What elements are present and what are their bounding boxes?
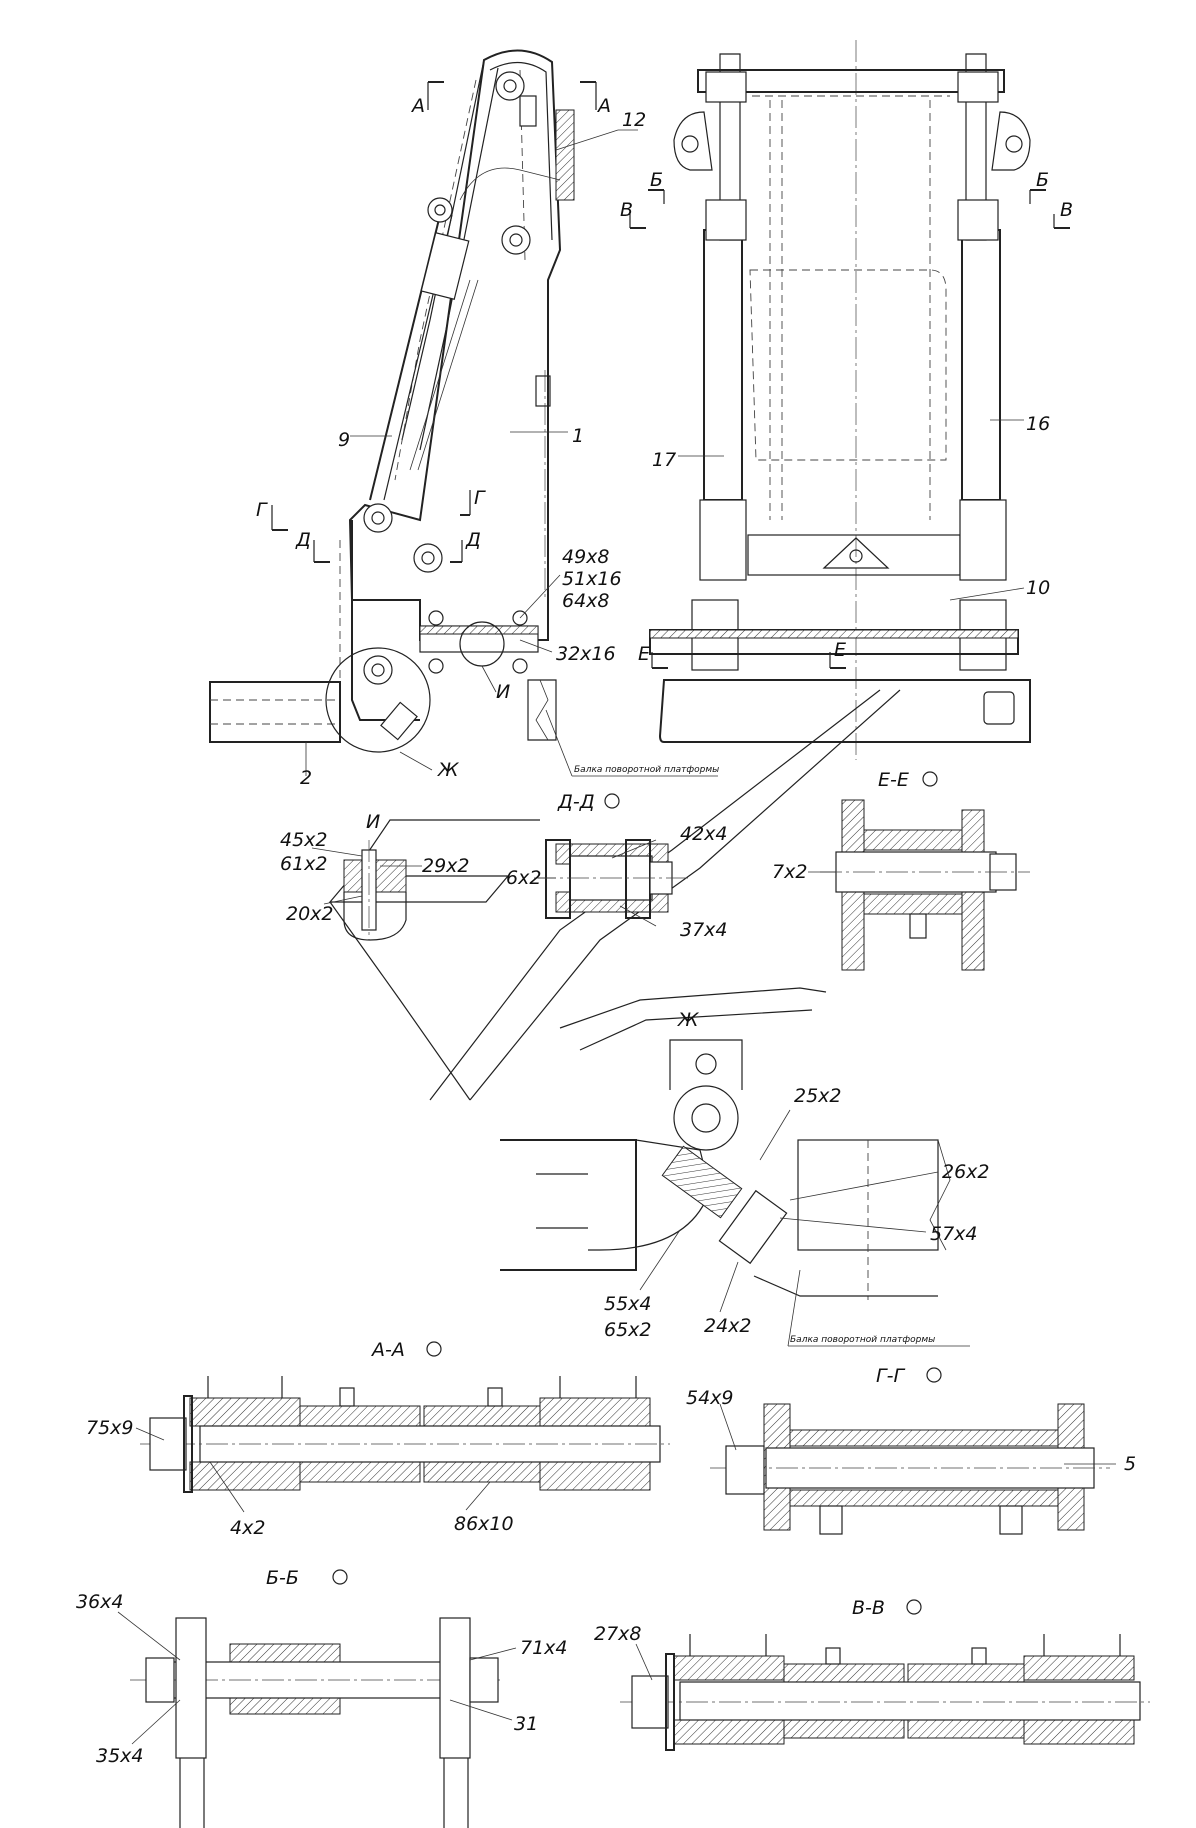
detail-i-title: И <box>366 811 380 833</box>
callout-6x2: 6х2 <box>506 867 541 889</box>
callout-20x2: 20х2 <box>286 903 334 925</box>
callout-51x16: 51х16 <box>562 568 622 590</box>
platform-beam-label: Балка поворотной платформы <box>574 765 719 775</box>
section-ee-title: Е-Е <box>878 769 909 791</box>
callout-detail-i: И <box>496 681 510 703</box>
callout-12: 12 <box>622 109 646 131</box>
callout-5: 5 <box>1124 1453 1136 1475</box>
section-bb-title: Б-Б <box>266 1567 299 1589</box>
callout-detail-zh: Ж <box>437 759 460 781</box>
detail-zh-title: Ж <box>677 1009 700 1031</box>
section-mark-b-left: Б <box>650 169 663 191</box>
section-vv: В-В 27х8 <box>594 1597 1150 1751</box>
callout-4x2: 4х2 <box>230 1517 265 1539</box>
section-mark-g-left: Г <box>256 499 268 521</box>
callout-71x4: 71х4 <box>520 1637 568 1659</box>
callout-26x2: 26х2 <box>942 1161 990 1183</box>
callout-45x2: 45х2 <box>280 829 328 851</box>
section-dd: Д-Д 42х4 6х2 37х4 <box>506 791 728 941</box>
section-mark-a-left: А <box>410 95 425 117</box>
callout-32x16: 32х16 <box>556 643 616 665</box>
section-mark-v-right: В <box>1060 199 1073 221</box>
section-dd-title: Д-Д <box>557 791 595 813</box>
section-gg: Г-Г 54х9 5 <box>686 1365 1136 1535</box>
callout-36x4: 36х4 <box>76 1591 124 1613</box>
section-mark-g-right: Г <box>474 487 486 509</box>
callout-27x8: 27х8 <box>594 1623 642 1645</box>
callout-49x8: 49х8 <box>562 546 610 568</box>
callout-29x2: 29х2 <box>422 855 470 877</box>
callout-61x2: 61х2 <box>280 853 328 875</box>
callout-42x4: 42х4 <box>680 823 728 845</box>
section-mark-b-right: Б <box>1036 169 1049 191</box>
section-mark-e-right: Е <box>834 639 846 661</box>
section-mark-a-right: А <box>596 95 611 117</box>
callout-31: 31 <box>514 1713 538 1735</box>
callout-17: 17 <box>652 449 676 471</box>
front-view: Б Б В В 16 17 10 Е Е <box>620 40 1073 760</box>
callout-37x4: 37х4 <box>680 919 728 941</box>
section-aa: А-А 75х9 4х2 86х10 <box>86 1339 670 1539</box>
callout-54x9: 54х9 <box>686 1387 734 1409</box>
callout-10: 10 <box>1026 577 1050 599</box>
callout-1: 1 <box>572 425 584 447</box>
callout-86x10: 86х10 <box>454 1513 514 1535</box>
callout-55x4: 55х4 <box>604 1293 652 1315</box>
callout-64x8: 64х8 <box>562 590 610 612</box>
section-bb: Б-Б 36х4 71х4 35х4 31 <box>76 1567 568 1828</box>
section-ee: Е-Е 7х2 <box>772 769 1030 971</box>
section-mark-d-right: Д <box>465 529 481 551</box>
callout-57x4: 57х4 <box>930 1223 978 1245</box>
callout-7x2: 7х2 <box>772 861 807 883</box>
callout-16: 16 <box>1026 413 1050 435</box>
callout-9: 9 <box>338 429 350 451</box>
section-gg-title: Г-Г <box>876 1365 905 1387</box>
detail-zh-platform-beam: Балка поворотной платформы <box>790 1335 935 1345</box>
callout-65x2: 65х2 <box>604 1319 652 1341</box>
section-aa-title: А-А <box>370 1339 405 1361</box>
callout-24x2: 24х2 <box>704 1315 752 1337</box>
detail-i: И 45х2 61х2 29х2 20х2 <box>280 811 470 941</box>
main-side-view: А А <box>209 49 719 789</box>
section-mark-v-left: В <box>620 199 633 221</box>
section-mark-d-left: Д <box>295 529 311 551</box>
callout-75x9: 75х9 <box>86 1417 134 1439</box>
callout-25x2: 25х2 <box>794 1085 842 1107</box>
section-mark-e-left: Е <box>638 643 650 665</box>
detail-zh: Ж 25х2 26х2 57х4 55х4 65х2 24х2 Балка по… <box>500 1009 990 1347</box>
section-vv-title: В-В <box>852 1597 885 1619</box>
callout-35x4: 35х4 <box>96 1745 144 1767</box>
callout-2: 2 <box>300 767 312 789</box>
